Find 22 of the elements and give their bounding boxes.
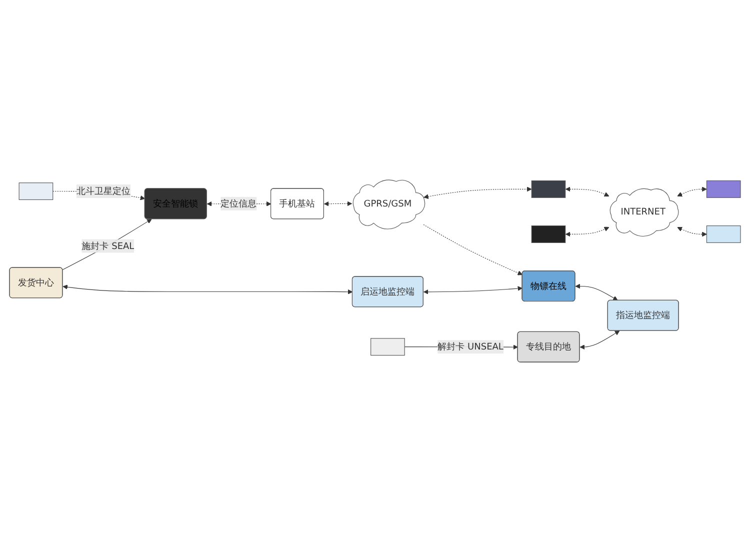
arrow [423,224,523,276]
arrow [565,226,610,237]
node-box [706,180,741,198]
node-box [706,225,741,243]
arrow [677,226,707,237]
edge-label: 解封卡 UNSEAL [438,341,504,352]
arrow [677,186,707,196]
arrow [580,330,620,350]
arrow [62,284,353,294]
arrow [575,284,618,301]
arrow [565,186,610,197]
arrow [423,286,523,294]
arrow [62,218,152,270]
arrow [424,186,532,200]
edge-label: 施封卡 SEAL [82,240,134,252]
node-box [531,180,566,198]
edge-label: 定位信息 [220,198,257,209]
arrow [324,201,352,206]
edge-label: 北斗卫星定位 [76,186,131,196]
node-box [18,182,54,200]
node-box [531,225,566,243]
node-box [370,338,405,356]
